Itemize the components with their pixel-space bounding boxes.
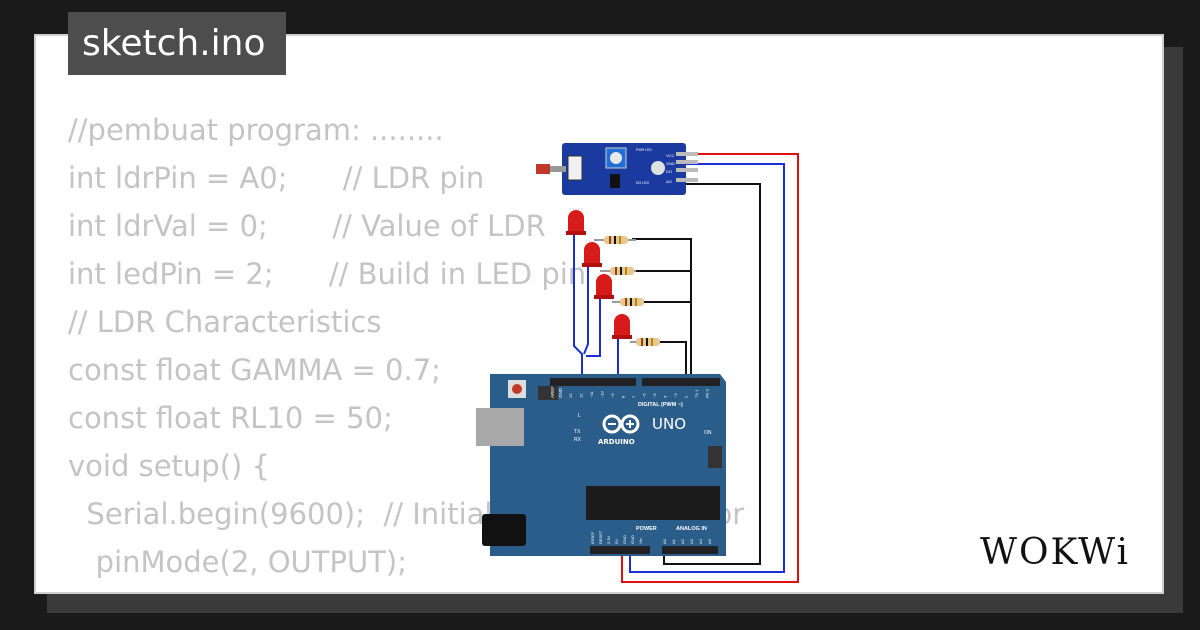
wire-r4 [646,341,687,378]
analog-header-label: ANALOG IN [676,526,707,532]
resistor-2 [600,267,636,275]
arduino-uno-board: UNO ARDUINO DIGITAL (PWM ~) POWER ANALOG… [476,374,726,556]
project-card[interactable]: //pembuat program: ........ int ldrPin = … [34,34,1164,594]
code-line: int ledPin = 2; // Build in LED pin [68,257,587,291]
power-jack [482,514,526,546]
pin-label: ~6 [642,393,647,398]
on-label: ON [704,430,712,436]
board-brand-label: ARDUINO [598,438,635,446]
pin-label: 7 [631,395,636,398]
power-header-label: POWER [636,526,657,532]
pin-label: ~11 [589,391,594,398]
wire-r1 [632,238,692,378]
pin-label: A0 [662,538,667,544]
pin-label: A4 [698,538,703,544]
code-line: int ldrVal = 0; // Value of LDR [68,209,546,243]
wire-led-gnd-3 [586,296,601,357]
pin-ao-label: AO [666,179,672,184]
gnd-label: GND [558,387,563,398]
file-tab[interactable]: sketch.ino [68,12,286,75]
code-line: const float RL10 = 50; [68,401,393,435]
led-1 [566,210,586,235]
led-3 [594,274,614,299]
led-l-label: L [578,413,581,419]
wire-ao [663,183,761,565]
pin-label: 3.3V [606,535,611,544]
pin-gnd-label: GND [666,161,675,166]
pin-label: ~9 [610,393,615,398]
pin-label: 8 [621,395,626,398]
module-pin-header [676,152,698,182]
resistor-4 [630,338,660,346]
pin-label: Vin [638,538,643,544]
digital-pin-labels: 13 12 ~11 ~10 ~9 8 7 ~6 ~5 4 ~3 2 TX 1 RX 0 [568,388,710,398]
wire-led-gnd-2 [583,264,589,355]
code-line: // LDR Characteristics [68,305,382,339]
usb-connector [476,408,524,446]
wokwi-logo[interactable]: WOKWi [978,528,1150,574]
code-line: void setup() { [68,449,270,483]
code-line: //pembuat program: ........ [68,113,444,147]
pin-label: 13 [568,393,573,398]
resistor-3 [612,298,644,306]
arduino-logo-icon [602,414,640,434]
pin-do-label: DO [666,169,672,174]
pin-label: RX 0 [705,388,710,398]
pin-label: ~10 [600,390,605,398]
code-line: } [68,586,744,592]
tx-label: TX [574,429,581,435]
pin-label: A2 [680,538,685,544]
wire-led-gnd-1 [573,232,583,378]
aref-label: AREF [550,386,555,398]
pin-label: IOREF [590,531,595,544]
ldr-sensor-module: VCC GND DO AO PWR LED DO LED [536,143,698,195]
wire-vcc [621,153,799,583]
pin-label: 4 [663,395,668,398]
wire-gnd [629,163,785,573]
pin-label: GND [630,535,635,544]
ldr-photoresistor [536,164,550,174]
pin-label: 5V [614,539,619,544]
rx-label: RX [574,437,582,443]
analog-pin-labels: A0 A1 A2 A3 A4 A5 [662,538,712,544]
pin-label: GND [622,535,627,544]
wokwi-logo-text: WOKWi [980,532,1130,573]
pin-label: 12 [579,393,584,398]
pwr-led-label: PWR LED [636,148,652,152]
pin-label: A1 [671,538,676,544]
circuit-diagram: VCC GND DO AO PWR LED DO LED [476,143,799,583]
pin-label: TX 1 [694,389,699,398]
wires [573,153,799,583]
resistor-1 [594,236,636,244]
pin-label: RESET [598,530,603,544]
code-line: pinMode(2, OUTPUT); [68,545,407,579]
pin-vcc-label: VCC [666,153,675,158]
atmega-chip [586,486,720,520]
led-4 [612,314,632,339]
pin-label: A3 [689,538,694,544]
board-model-label: UNO [652,415,686,433]
code-line: const float GAMMA = 0.7; [68,353,441,387]
do-led-label: DO LED [636,181,650,185]
pin-label: 2 [684,395,689,398]
pin-label: A5 [707,538,712,544]
led-2 [582,242,602,267]
pin-label: ~3 [673,393,678,398]
code-line: int ldrPin = A0; // LDR pin [68,161,485,195]
pin-label: ~5 [652,393,657,398]
digital-header-label: DIGITAL (PWM ~) [638,402,683,408]
